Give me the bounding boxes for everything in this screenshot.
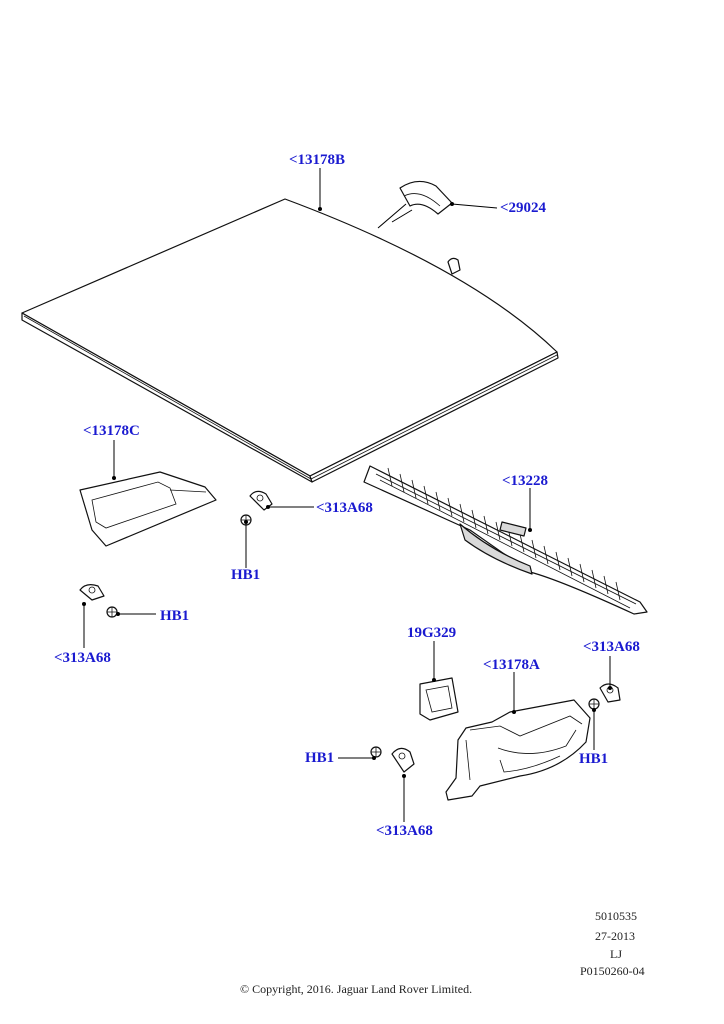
fastener-hb1-c [588, 683, 621, 710]
fastener-hb1-d [370, 746, 415, 773]
cover-19G329 [419, 677, 459, 721]
copyright-notice: © Copyright, 2016. Jaguar Land Rover Lim… [240, 982, 473, 996]
callout-313A68-center: <313A68 [316, 500, 373, 516]
illustration-number: P0150260-04 [580, 964, 645, 978]
side-trim-13178C [79, 471, 217, 547]
reference-number: 5010535 [595, 909, 637, 923]
reference-code: LJ [610, 947, 622, 961]
callout-13178C: <13178C [83, 423, 140, 439]
callout-13178B: <13178B [289, 152, 346, 168]
fastener-hb1-b [79, 584, 118, 618]
leader-lines [82, 168, 612, 822]
callout-19G329: 19G329 [407, 625, 457, 641]
callout-313A68-right: <313A68 [583, 639, 640, 655]
callout-hb1-bottom: HB1 [305, 750, 335, 766]
callout-29024: <29024 [500, 200, 547, 216]
floor-panel-13178B [21, 198, 559, 483]
callout-hb1-left: HB1 [160, 608, 190, 624]
strap-29024 [377, 180, 461, 275]
storage-bin-13178A [445, 699, 591, 801]
scuff-plate-13228 [363, 465, 648, 615]
callout-hb1-center: HB1 [231, 567, 261, 583]
callout-hb1-right: HB1 [579, 751, 609, 767]
reference-date: 27-2013 [595, 929, 635, 943]
callout-313A68-bottom: <313A68 [376, 823, 433, 839]
callout-13178A: <13178A [483, 657, 540, 673]
callout-13228: <13228 [502, 473, 549, 489]
callout-313A68-left: <313A68 [54, 650, 111, 666]
